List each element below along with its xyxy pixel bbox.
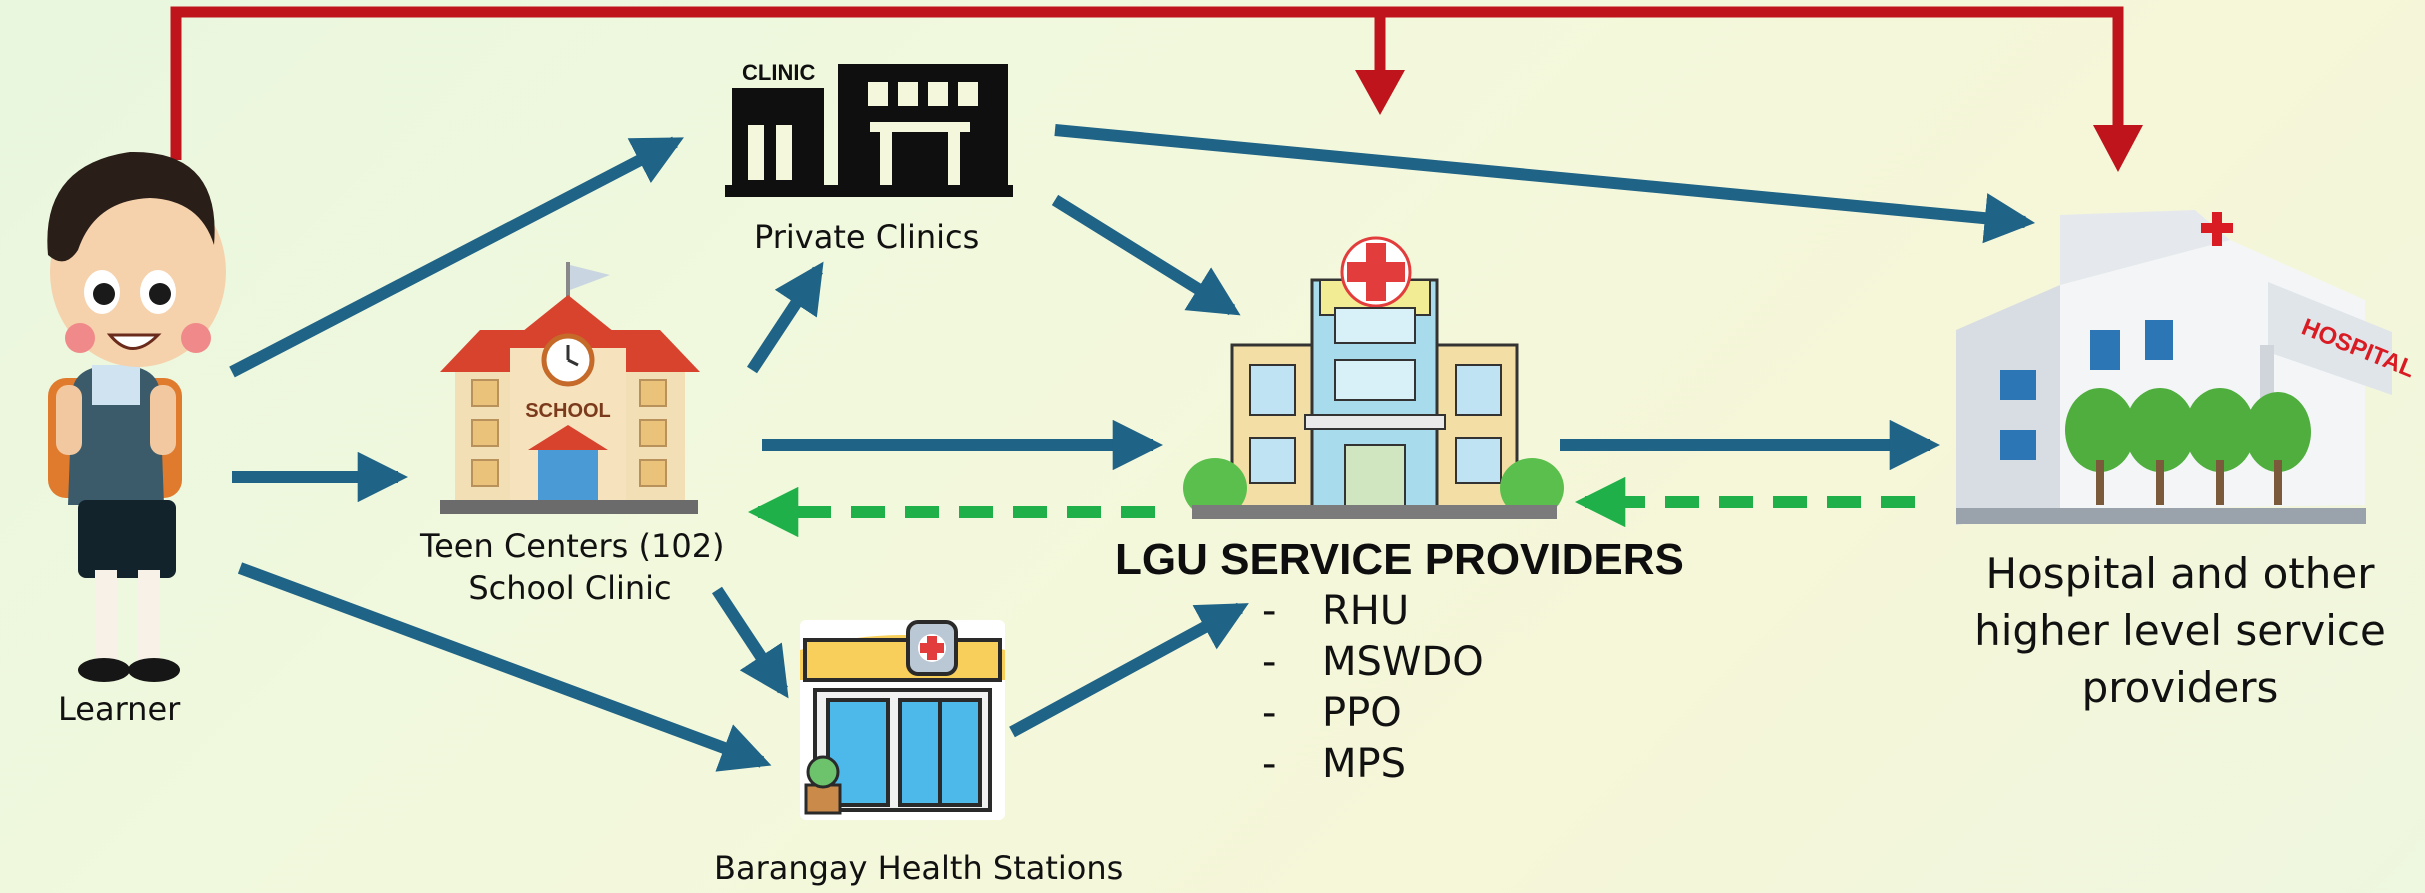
lgu-item-text: MSWDO <box>1322 638 1484 685</box>
arrow-learner-clinic <box>229 136 684 378</box>
lgu-title: LGU SERVICE PROVIDERS <box>1115 535 1684 584</box>
learner-figure <box>47 151 226 682</box>
referral-arrows <box>229 124 2036 772</box>
arrow-teen-clinic <box>746 261 824 374</box>
hospital-building-icon <box>1956 210 2392 525</box>
clinic-label: Private Clinics <box>754 218 980 256</box>
lgu-item-text: RHU <box>1322 587 1410 634</box>
feedback-arrows <box>747 476 1915 538</box>
clinic-building-icon <box>725 64 1013 197</box>
hospital-label-line1: Hospital and other <box>1985 549 2375 598</box>
teen-center-label-line1: Teen Centers (102) <box>420 527 725 565</box>
teen-center-label-line2: School Clinic <box>468 569 672 607</box>
lgu-item: -RHU <box>1262 587 1410 634</box>
lgu-building-icon <box>1183 236 1564 519</box>
lgu-item: -MSWDO <box>1262 638 1484 685</box>
red-arrowhead-hospital <box>2093 125 2143 172</box>
health-station-icon <box>800 620 1005 820</box>
hospital-label: Hospital and other higher level service … <box>1960 545 2400 716</box>
lgu-item-text: PPO <box>1322 689 1402 736</box>
direct-access-arrows <box>170 6 2124 160</box>
lgu-item-text: MPS <box>1322 740 1407 787</box>
bhs-label: Barangay Health Stations <box>714 849 1124 887</box>
learner-label: Learner <box>58 690 181 728</box>
arrow-clinic-hospital <box>1054 124 2036 244</box>
arrow-bhs-lgu <box>1009 602 1249 738</box>
hospital-label-line3: providers <box>2081 663 2279 712</box>
teen-center-label: Teen Centers (102) School Clinic <box>420 525 725 609</box>
clinic-sign: CLINIC <box>742 60 815 85</box>
lgu-item: -PPO <box>1262 689 1402 736</box>
hospital-label-line2: higher level service <box>1974 606 2386 655</box>
lgu-item: -MPS <box>1262 740 1407 787</box>
arrow-learner-bhs <box>237 562 772 772</box>
school-building-icon <box>440 262 700 514</box>
arrow-clinic-lgu <box>1051 194 1241 316</box>
arrow-teen-bhs <box>711 586 789 699</box>
lgu-provider-list: -RHU -MSWDO -PPO -MPS <box>1262 585 1484 789</box>
red-arrowhead-lgu <box>1355 70 1405 115</box>
school-sign: SCHOOL <box>525 400 611 422</box>
